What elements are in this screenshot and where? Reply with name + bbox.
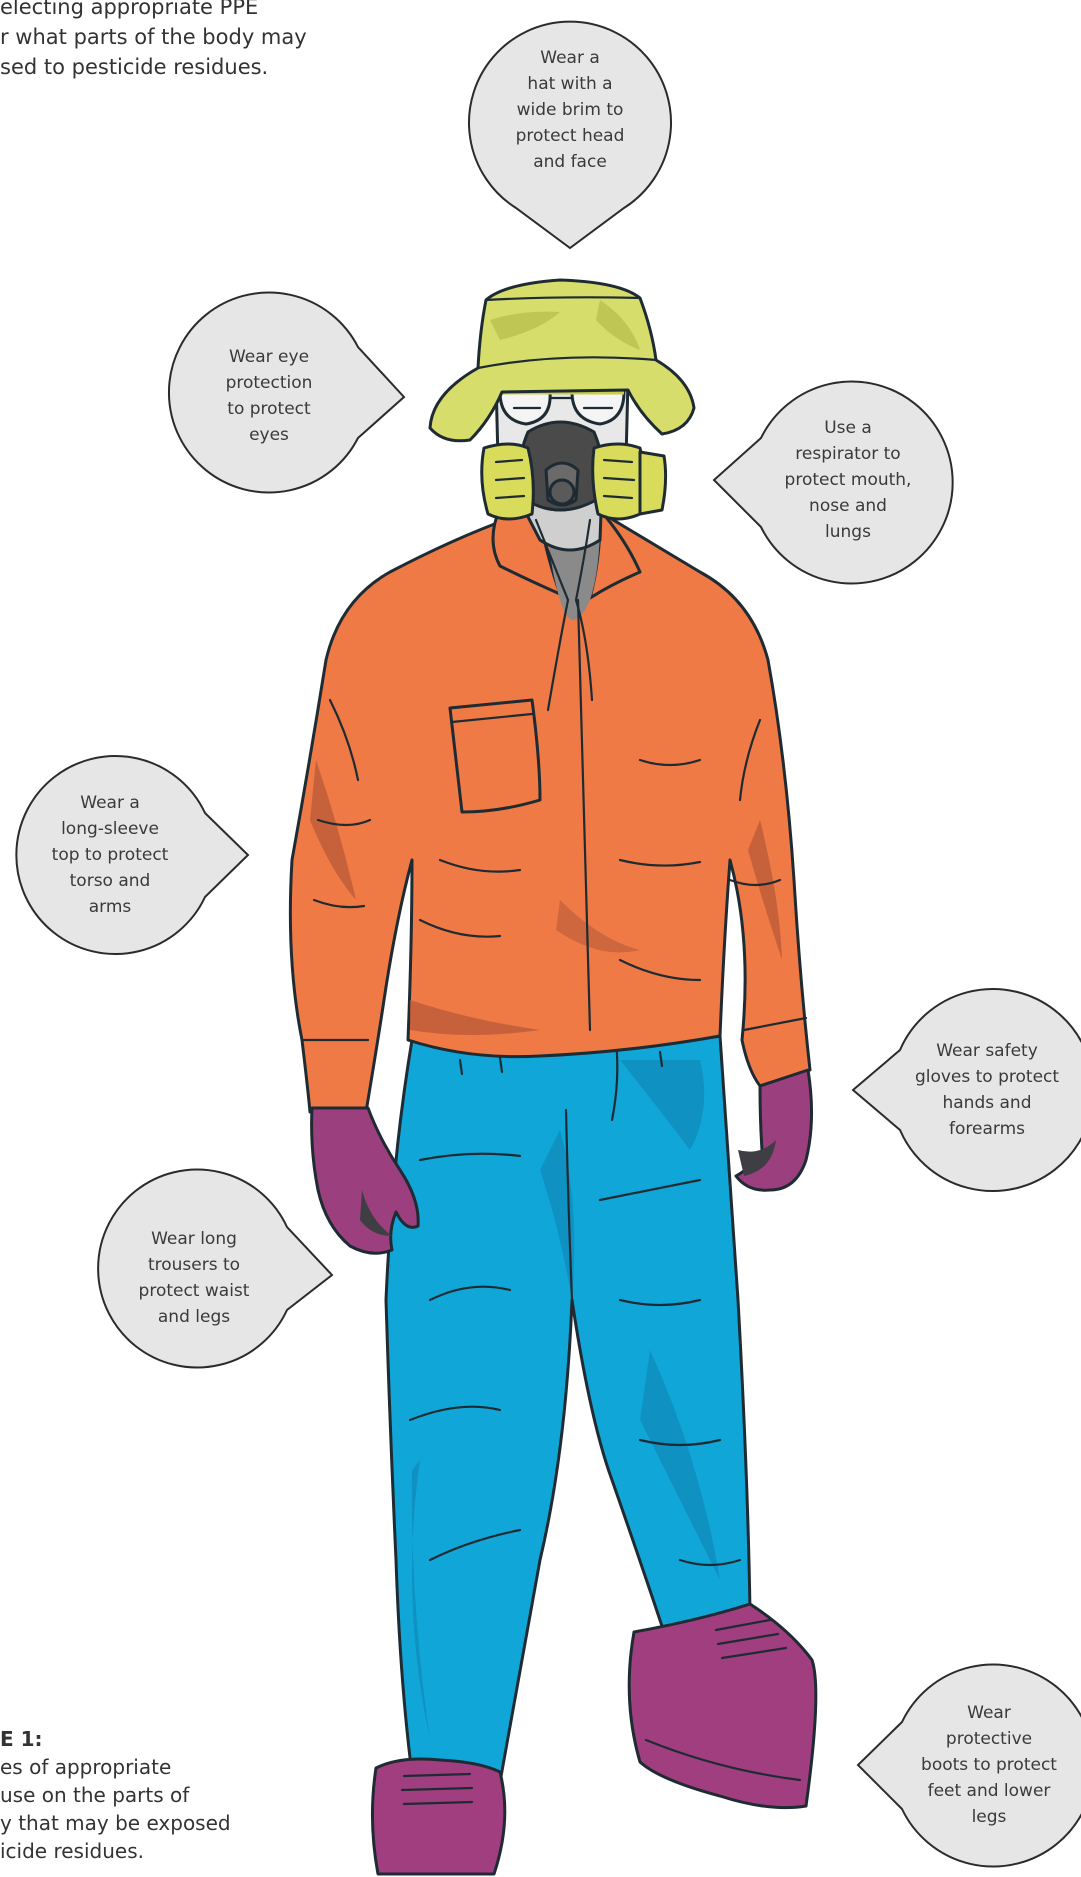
callout-eyes-line: eyes: [249, 422, 289, 448]
callout-gloves-line: gloves to protect: [915, 1064, 1059, 1090]
callout-boots-line: boots to protect: [921, 1752, 1057, 1778]
callout-boots-line: feet and lower: [928, 1778, 1051, 1804]
callout-long-sleeve-line: top to protect: [52, 842, 169, 868]
callout-eyes-line: to protect: [227, 396, 310, 422]
callout-long-sleeve-line: long-sleeve: [61, 816, 159, 842]
callout-gloves-line: forearms: [949, 1116, 1025, 1142]
callout-hat-line: wide brim to: [517, 97, 624, 123]
callout-long-sleeve-line: arms: [89, 894, 132, 920]
callout-respirator-line: lungs: [825, 519, 871, 545]
callout-boots-line: Wear: [967, 1700, 1011, 1726]
figure-caption-title: E 1:: [0, 1725, 270, 1753]
callout-eyes-line: Wear eye: [229, 344, 309, 370]
callout-respirator-line: respirator to: [795, 441, 900, 467]
callout-respirator: Use a respirator to protect mouth, nose …: [743, 415, 953, 545]
intro-line: sed to pesticide residues.: [0, 52, 330, 82]
callout-gloves-line: hands and: [942, 1090, 1031, 1116]
callout-trousers-line: Wear long: [151, 1226, 237, 1252]
callout-long-sleeve-line: torso and: [70, 868, 151, 894]
callout-boots-line: protective: [946, 1726, 1032, 1752]
callout-hat-line: and face: [533, 149, 607, 175]
callout-trousers: Wear long trousers to protect waist and …: [89, 1226, 299, 1330]
callout-respirator-line: Use a: [824, 415, 872, 441]
callout-hat: Wear a hat with a wide brim to protect h…: [465, 45, 675, 175]
callout-long-sleeve: Wear a long-sleeve top to protect torso …: [5, 790, 215, 920]
callout-hat-line: Wear a: [540, 45, 600, 71]
figure-caption-line: es of appropriate: [0, 1753, 270, 1781]
callout-gloves: Wear safety gloves to protect hands and …: [882, 1038, 1081, 1142]
callout-respirator-line: protect mouth,: [785, 467, 912, 493]
callout-hat-line: protect head: [516, 123, 625, 149]
callout-boots-line: legs: [972, 1804, 1007, 1830]
callout-gloves-line: Wear safety: [936, 1038, 1038, 1064]
callout-trousers-line: protect waist: [139, 1278, 250, 1304]
worker-figure: [290, 280, 815, 1874]
callout-boots: Wear protective boots to protect feet an…: [884, 1700, 1081, 1830]
intro-text: electing appropriate PPE r what parts of…: [0, 0, 330, 82]
figure-caption-line: icide residues.: [0, 1837, 270, 1865]
callout-trousers-line: trousers to: [148, 1252, 240, 1278]
figure-caption: E 1: es of appropriate use on the parts …: [0, 1725, 270, 1865]
callout-hat-line: hat with a: [527, 71, 612, 97]
figure-caption-line: y that may be exposed: [0, 1809, 270, 1837]
callout-trousers-line: and legs: [158, 1304, 230, 1330]
intro-line: electing appropriate PPE: [0, 0, 330, 22]
figure-caption-line: use on the parts of: [0, 1781, 270, 1809]
intro-line: r what parts of the body may: [0, 22, 330, 52]
callout-long-sleeve-line: Wear a: [80, 790, 140, 816]
callout-eyes: Wear eye protection to protect eyes: [164, 344, 374, 448]
callout-respirator-line: nose and: [809, 493, 887, 519]
long-sleeve-shirt: [290, 506, 810, 1112]
callout-eyes-line: protection: [226, 370, 313, 396]
